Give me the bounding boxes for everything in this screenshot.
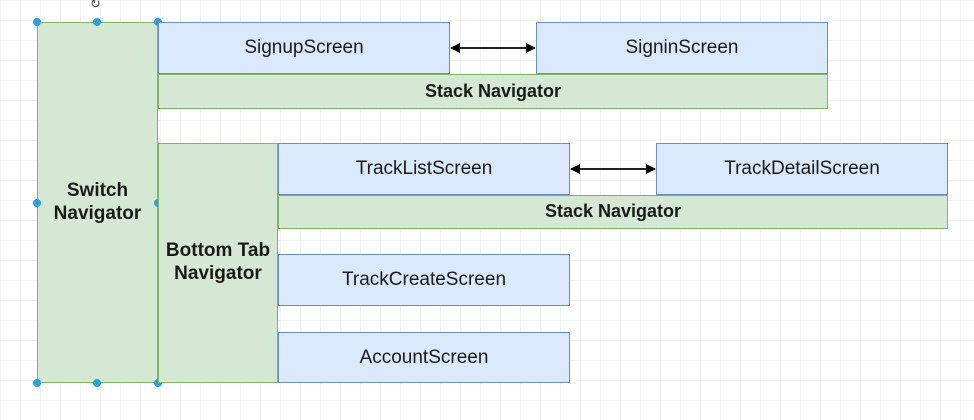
auth-stack-navigator[interactable]: Stack Navigator — [158, 74, 828, 109]
track-stack-navigator-label: Stack Navigator — [544, 201, 682, 222]
signup-screen[interactable]: SignupScreen — [158, 22, 450, 74]
track-create-screen-label: TrackCreateScreen — [341, 269, 507, 290]
signin-screen[interactable]: SigninScreen — [536, 22, 828, 74]
rotate-icon[interactable]: ↻ — [90, 0, 101, 11]
selection-handle-top-center[interactable] — [93, 18, 101, 26]
selection-handle-bottom-left[interactable] — [33, 379, 41, 387]
track-stack-navigator[interactable]: Stack Navigator — [278, 195, 948, 229]
signup-screen-label: SignupScreen — [244, 37, 364, 58]
signin-screen-label: SigninScreen — [625, 37, 739, 58]
track-list-screen[interactable]: TrackListScreen — [278, 143, 570, 195]
track-detail-screen-label: TrackDetailScreen — [724, 158, 880, 179]
track-list-screen-label: TrackListScreen — [355, 158, 493, 179]
selection-handle-bottom-center[interactable] — [93, 379, 101, 387]
auth-stack-navigator-label: Stack Navigator — [424, 80, 562, 101]
selection-handle-bottom-right[interactable] — [154, 379, 162, 387]
selection-handle-middle-left[interactable] — [33, 199, 41, 207]
track-create-screen[interactable]: TrackCreateScreen — [278, 254, 570, 306]
selection-handle-top-left[interactable] — [33, 18, 41, 26]
bottom-tab-navigator-label: Bottom Tab Navigator — [165, 240, 271, 284]
account-screen-label: AccountScreen — [359, 346, 489, 368]
switch-navigator-label: Switch Navigator — [53, 179, 142, 224]
switch-navigator[interactable]: Switch Navigator — [37, 22, 158, 383]
account-screen[interactable]: AccountScreen — [278, 332, 570, 383]
bottom-tab-navigator[interactable]: Bottom Tab Navigator — [158, 143, 278, 383]
track-detail-screen[interactable]: TrackDetailScreen — [656, 143, 948, 195]
